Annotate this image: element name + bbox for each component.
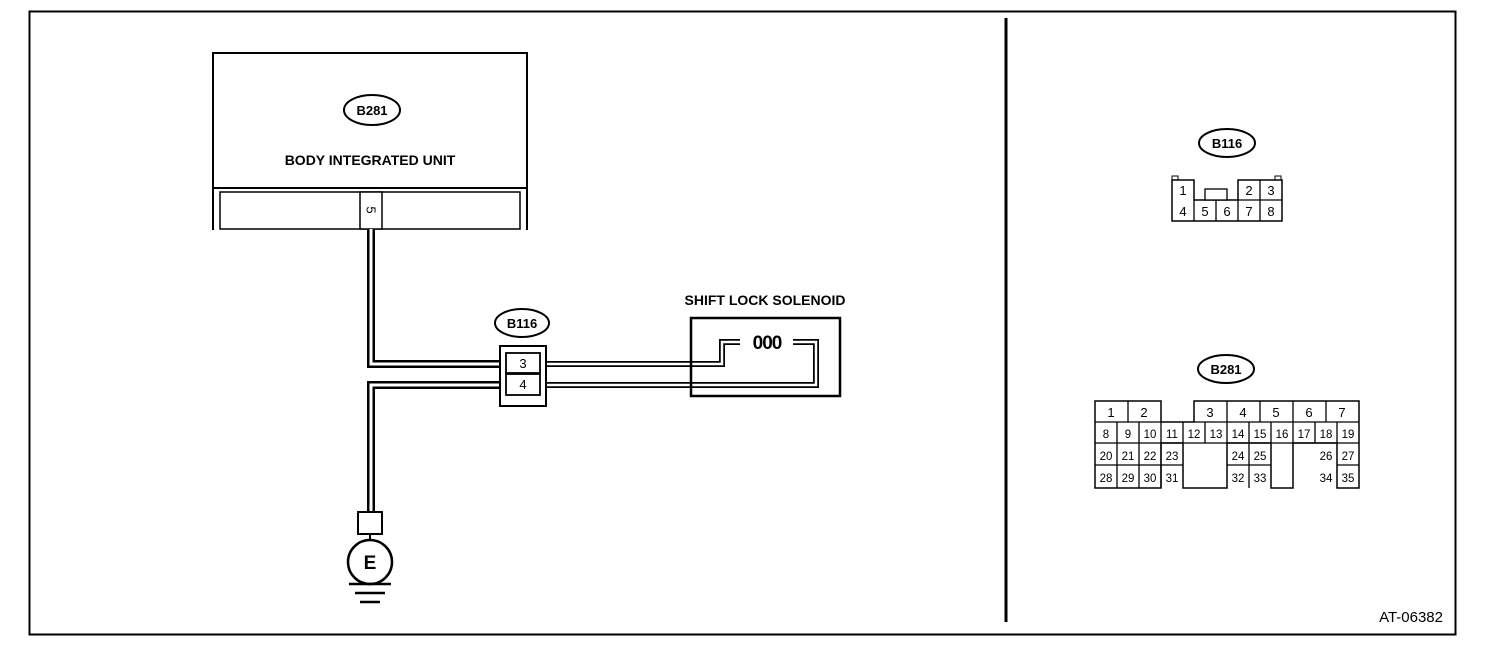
b281-face-pin: 25 [1254,451,1267,463]
b281-face-pin: 27 [1342,451,1355,463]
b281-face-pin: 1 [1107,405,1114,420]
b281-connector-face: B281 1 2 3 4 5 6 7 8 [1094,354,1360,489]
b281-face-pin: 13 [1210,429,1223,441]
b116-inline-code: B116 [507,316,537,331]
b281-face-pin: 19 [1342,429,1355,441]
b116-pin-3: 3 [519,356,526,371]
body-unit-code: B281 [356,103,387,118]
b116-face-pin: 8 [1267,204,1274,219]
outer-frame [28,10,1457,636]
b116-face-pin: 2 [1245,183,1252,198]
b281-face-pin: 34 [1320,473,1333,485]
b116-connector-face: B116 1 2 3 4 5 6 7 8 [1171,128,1283,222]
b281-face-pin: 16 [1276,429,1289,441]
b281-face-pin: 5 [1272,405,1279,420]
b281-face-pin: 17 [1298,429,1311,441]
b116-face-code: B116 [1212,136,1242,151]
b281-face-pin: 9 [1125,429,1131,441]
b281-face-pin: 22 [1144,451,1157,463]
b281-face-pin: 30 [1144,473,1157,485]
ground-point: E [346,511,394,604]
b116-face-pin: 3 [1267,183,1274,198]
b281-face-pin: 28 [1100,473,1113,485]
b281-face-pin: 24 [1232,451,1245,463]
b281-face-pin: 21 [1122,451,1135,463]
b116-face-pin: 6 [1223,204,1230,219]
solenoid-name: SHIFT LOCK SOLENOID [685,292,846,308]
b281-face-pin: 2 [1140,405,1147,420]
b281-face-pin: 29 [1122,473,1135,485]
body-unit-name: BODY INTEGRATED UNIT [285,152,456,168]
solenoid-coil-icon: 000 [753,333,782,354]
ground-icon [349,582,391,604]
b281-face-code: B281 [1210,362,1241,377]
b281-face-pin: 18 [1320,429,1333,441]
b116-code-badge: B116 [494,308,550,338]
b281-face-pin: 10 [1144,429,1157,441]
body-unit-pin-label: 5 [364,206,379,213]
b281-face-pin: 35 [1342,473,1355,485]
b281-face-pin: 8 [1103,429,1109,441]
body-unit-code-badge: B281 [343,94,401,126]
b281-face-pin: 33 [1254,473,1267,485]
b281-face-pin: 3 [1206,405,1213,420]
b116-inline-connector: B116 3 4 [494,308,550,407]
b116-face-pin: 4 [1179,204,1186,219]
b281-face-pin: 31 [1166,473,1179,485]
b281-face-pin: 14 [1232,429,1245,441]
b281-face-pin: 23 [1166,451,1179,463]
b281-face-pin: 4 [1239,405,1246,420]
shift-lock-solenoid: SHIFT LOCK SOLENOID 000 [685,292,846,398]
b281-face-pin: 15 [1254,429,1267,441]
b281-face-pin: 7 [1338,405,1345,420]
figure-id: AT-06382 [1379,609,1443,626]
b281-face-pin: 6 [1305,405,1312,420]
b116-face-pin: 7 [1245,204,1252,219]
b116-pin-4: 4 [519,377,526,392]
b281-face-pin: 11 [1166,429,1178,441]
b281-face-code-badge: B281 [1197,354,1255,384]
b281-face-pin: 20 [1100,451,1113,463]
harness-wires [367,229,819,514]
body-integrated-unit: B281 BODY INTEGRATED UNIT 5 [212,52,528,230]
b281-face-pin: 32 [1232,473,1245,485]
ground-symbol-label: E [364,553,377,574]
b281-face-pin: 26 [1320,451,1333,463]
b281-face-pin: 12 [1188,429,1201,441]
b116-face-pin: 5 [1201,204,1208,219]
b116-face-code-badge: B116 [1198,128,1256,158]
b116-face-pin: 1 [1179,183,1186,198]
